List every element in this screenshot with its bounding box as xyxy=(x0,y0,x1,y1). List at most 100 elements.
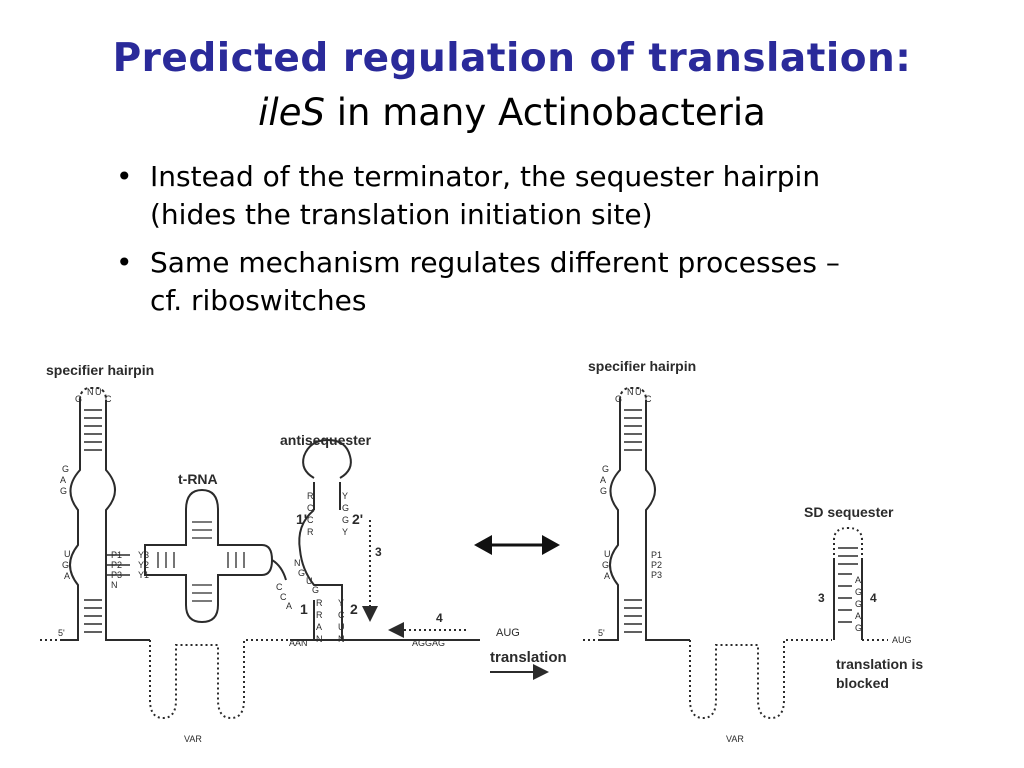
five-prime-right: 5' xyxy=(598,628,605,638)
nucleotide-label: N xyxy=(627,387,634,397)
label-p2: P2 xyxy=(111,560,122,570)
trna-label: t-RNA xyxy=(178,471,218,487)
nucleotide-label: A xyxy=(855,611,861,621)
nt-bulge-g2: G xyxy=(60,486,67,496)
right-structure xyxy=(580,387,888,720)
nt-bulge2-u: U xyxy=(64,549,71,559)
double-arrow xyxy=(474,535,560,555)
nt-bulge2-a: A xyxy=(64,571,70,581)
nucleotide-label: G xyxy=(298,568,305,578)
nt-g: G xyxy=(75,394,82,404)
subtitle-text: in many Actinobacteria xyxy=(324,91,766,134)
translation-blocked-line-1: translation is xyxy=(836,656,923,672)
nucleotide-label: R xyxy=(307,491,314,501)
nucleotide-label: R xyxy=(316,598,323,608)
nucleotide-label: N xyxy=(294,558,301,568)
nucleotide-label: N xyxy=(338,634,345,644)
specifier-hairpin-label-right: specifier hairpin xyxy=(588,358,696,374)
antisequester-label: antisequester xyxy=(280,432,372,448)
specifier-loop xyxy=(79,387,107,401)
nucleotide-label: Y xyxy=(342,491,348,501)
nucleotide-label: A xyxy=(316,622,322,632)
nucleotide-label: C xyxy=(280,592,287,602)
nucleotide-label: U xyxy=(338,622,345,632)
nucleotide-label: G xyxy=(600,486,607,496)
label-p1: P1 xyxy=(111,550,122,560)
nucleotide-label: C xyxy=(307,515,314,525)
nucleotide-label: N xyxy=(316,634,323,644)
nucleotide-label: R xyxy=(307,527,314,537)
nucleotide-label: A xyxy=(286,601,292,611)
var-label-left: VAR xyxy=(184,734,202,744)
nucleotide-label: A xyxy=(600,475,606,485)
specifier-rungs-top xyxy=(84,409,102,451)
label-3-right: 3 xyxy=(818,591,825,605)
trna-shape xyxy=(144,488,287,624)
nt-c: C xyxy=(105,394,112,404)
left-loop-letters: G N U C G A G U G A P1 P2 P3 N Y3 Y2 Y1 … xyxy=(58,387,520,744)
nucleotide-label: Y xyxy=(342,527,348,537)
label-3: 3 xyxy=(375,545,382,559)
label-4-right: 4 xyxy=(870,591,877,605)
nucleotide-label: C xyxy=(645,394,652,404)
var-label-right: VAR xyxy=(726,734,744,744)
specifier-hairpin-label-left: specifier hairpin xyxy=(46,362,154,378)
label-y2: Y2 xyxy=(138,560,149,570)
var-loops-left xyxy=(149,639,290,720)
nucleotide-label: A xyxy=(604,571,610,581)
nucleotide-label: G xyxy=(855,587,862,597)
five-prime-left: 5' xyxy=(58,628,65,638)
nucleotide-label: G xyxy=(602,464,609,474)
aug-label-right: AUG xyxy=(892,635,912,645)
specifier-rungs-bottom xyxy=(84,599,102,633)
bullet-1-line-1: Instead of the terminator, the sequester… xyxy=(150,160,821,193)
label-p3: P3 xyxy=(111,570,122,580)
specifier-stem-outline-right xyxy=(105,400,150,641)
sd-sequester-label: SD sequester xyxy=(804,504,894,520)
label-1-prime: 1' xyxy=(296,511,307,527)
bullet-item-2: •Same mechanism regulates different proc… xyxy=(110,244,990,320)
nucleotide-label: G xyxy=(342,515,349,525)
nt-bulge-a: A xyxy=(60,475,66,485)
label-y1: Y1 xyxy=(138,570,149,580)
bullet-list: • Instead of the terminator, the sequeste… xyxy=(110,158,990,330)
specifier-stem-outline xyxy=(62,400,81,641)
label-2: 2 xyxy=(350,601,358,617)
bullet-dot: • xyxy=(116,160,133,193)
nucleotide-label: G xyxy=(615,394,622,404)
bullet-1-line-2: (hides the translation initiation site) xyxy=(150,198,653,231)
p-connector xyxy=(106,554,130,576)
gene-name: ileS xyxy=(258,91,325,134)
aan-label: AAN xyxy=(289,638,308,648)
nucleotide-label: U xyxy=(604,549,611,559)
left-structure xyxy=(40,387,549,720)
nucleotide-label: U xyxy=(306,576,313,586)
nucleotide-label: G xyxy=(855,599,862,609)
bullet-2-line-1: Same mechanism regulates different proce… xyxy=(150,246,840,279)
right-letters: G N U C G A G U G A P1 P2 P3 5' VAR A G … xyxy=(598,387,912,744)
nucleotide-label: Y xyxy=(338,598,344,608)
nucleotide-label: U xyxy=(635,387,642,397)
nucleotide-label: G xyxy=(342,503,349,513)
nucleotide-label: G xyxy=(855,623,862,633)
nucleotide-label: G xyxy=(602,560,609,570)
translation-blocked-line-2: blocked xyxy=(836,675,889,691)
label-2-prime: 2' xyxy=(352,511,363,527)
label-4: 4 xyxy=(436,611,443,625)
slide-title: Predicted regulation of translation: xyxy=(112,36,912,81)
bullet-item-1: • Instead of the terminator, the sequeste… xyxy=(110,158,990,234)
slide-subtitle: ileS in many Actinobacteria xyxy=(0,90,1024,136)
aggag-label: AGGAG xyxy=(412,638,445,648)
nucleotide-label: A xyxy=(855,575,861,585)
nt-bulge2-g: G xyxy=(62,560,69,570)
nt-u: U xyxy=(95,387,102,397)
nucleotide-label: P3 xyxy=(651,570,662,580)
translation-label: translation xyxy=(490,649,567,666)
antisequester-loop xyxy=(302,438,352,479)
sd-sequester-loop xyxy=(833,526,863,560)
nucleotide-label: R xyxy=(316,610,323,620)
nucleotide-label: C xyxy=(307,503,314,513)
nucleotide-label: P1 xyxy=(651,550,662,560)
label-1: 1 xyxy=(300,601,308,617)
